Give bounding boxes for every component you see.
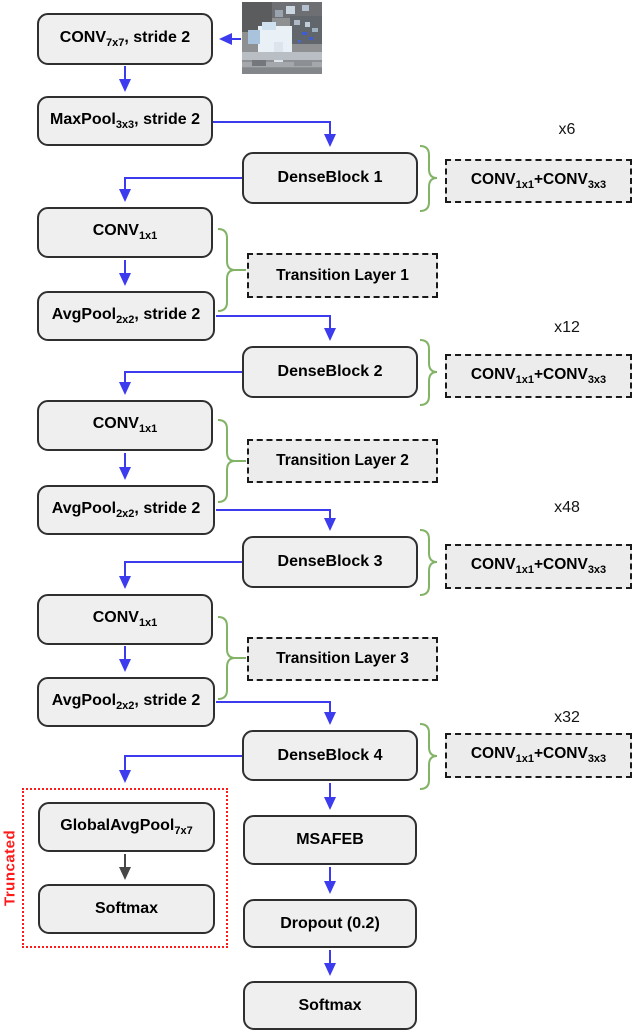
- arrow-denseblock4-to-globalavgpool: [119, 755, 242, 783]
- node-avgpool2x2-2: AvgPool2x2, stride 2: [37, 485, 215, 535]
- node-conv7x7: CONV7x7, stride 2: [37, 13, 213, 65]
- brace-denseblock-2: [419, 339, 438, 406]
- node-denseblock-1: DenseBlock 1: [242, 152, 418, 204]
- node-globalavgpool7x7: GlobalAvgPool7x7: [38, 802, 215, 852]
- node-maxpool3x3: MaxPool3x3, stride 2: [37, 96, 213, 146]
- node-msafeb: MSAFEB: [243, 815, 417, 865]
- denseblock-1-layers: CONV1x1+CONV3x3: [445, 159, 632, 203]
- node-denseblock-2: DenseBlock 2: [242, 346, 418, 398]
- truncated-region: [22, 788, 228, 948]
- node-avgpool2x2-3: AvgPool2x2, stride 2: [37, 677, 215, 727]
- brace-transition-1: [217, 228, 236, 312]
- node-dropout: Dropout (0.2): [243, 899, 417, 948]
- arrow-denseblock3-to-conv1x1-3: [119, 561, 242, 589]
- truncated-label: Truncated: [1, 829, 19, 907]
- node-conv1x1-1: CONV1x1: [37, 207, 213, 258]
- transition-layer-3: Transition Layer 3: [247, 637, 438, 681]
- multiplier-denseblock-4: x32: [554, 709, 580, 726]
- brace-transition-3: [217, 616, 236, 700]
- arrow-denseblock2-to-conv1x1-2: [119, 371, 242, 395]
- denseblock-2-layers: CONV1x1+CONV3x3: [445, 354, 632, 398]
- arrow-avgpool-2-to-denseblock3: [216, 509, 336, 531]
- brace-denseblock-3: [419, 529, 438, 596]
- node-denseblock-4: DenseBlock 4: [242, 730, 418, 781]
- arrow-denseblock1-to-conv1x1-1: [119, 177, 242, 202]
- multiplier-denseblock-2: x12: [554, 319, 580, 336]
- brace-denseblock-1: [419, 145, 438, 212]
- node-conv1x1-3: CONV1x1: [37, 594, 213, 645]
- node-avgpool2x2-1: AvgPool2x2, stride 2: [37, 291, 215, 341]
- transition-layer-1: Transition Layer 1: [247, 253, 438, 298]
- node-conv1x1-2: CONV1x1: [37, 400, 213, 451]
- transition-layer-2: Transition Layer 2: [247, 439, 438, 483]
- arrow-avgpool-3-to-denseblock4: [216, 701, 336, 725]
- denseblock-3-layers: CONV1x1+CONV3x3: [445, 544, 632, 589]
- denseblock-4-layers: CONV1x1+CONV3x3: [445, 733, 632, 778]
- brace-denseblock-4: [419, 723, 438, 790]
- node-softmax-truncated: Softmax: [38, 884, 215, 934]
- multiplier-denseblock-1: x6: [558, 121, 576, 138]
- arrow-avgpool-1-to-denseblock2: [216, 315, 336, 341]
- brace-transition-2: [217, 419, 236, 503]
- node-softmax-output: Softmax: [243, 981, 417, 1030]
- node-denseblock-3: DenseBlock 3: [242, 536, 418, 588]
- arrow-maxpool-to-denseblock1: [213, 121, 336, 147]
- multiplier-denseblock-3: x48: [554, 499, 580, 516]
- satellite-input-image: [242, 2, 322, 74]
